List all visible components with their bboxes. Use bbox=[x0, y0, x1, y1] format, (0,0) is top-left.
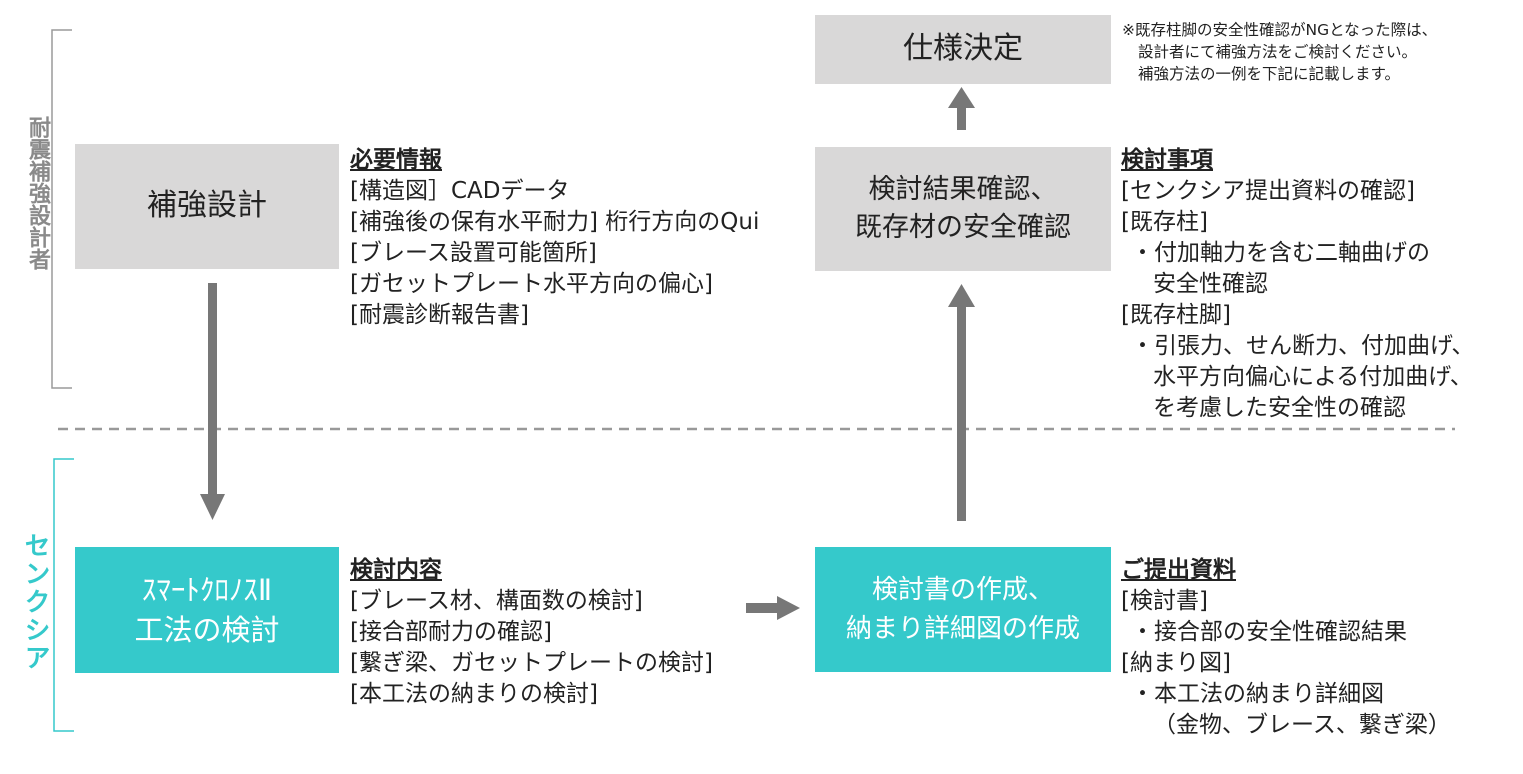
submitted-docs-heading: ご提出資料 bbox=[1121, 557, 1236, 583]
arrow-confirm-to-spec bbox=[948, 87, 975, 130]
method-box: ｽﾏｰﾄｸﾛﾉｽⅡ 工法の検討 bbox=[75, 547, 339, 673]
arrow-design-to-method bbox=[200, 283, 225, 520]
confirm-label-line2: 既存材の安全確認 bbox=[855, 212, 1071, 243]
review-item: 水平方向偏心による付加曲げ、 bbox=[1153, 364, 1473, 390]
role-label-designer: 耐震補強設計者 bbox=[25, 116, 50, 270]
review-item: [センクシア提出資料の確認] bbox=[1121, 178, 1415, 204]
sencxia-bracket bbox=[53, 458, 74, 732]
confirm-label-line1: 検討結果確認、 bbox=[868, 174, 1058, 205]
required-info-item: [耐震診断報告書] bbox=[350, 302, 529, 328]
review-item: ・引張力、せん断力、付加曲げ、 bbox=[1131, 333, 1475, 359]
review-item: [既存柱脚] bbox=[1121, 302, 1231, 328]
ng-note-line2: 設計者にて補強方法をご検討ください。 bbox=[1138, 43, 1418, 61]
method-label-line1: ｽﾏｰﾄｸﾛﾉｽⅡ bbox=[141, 573, 273, 607]
design-label: 補強設計 bbox=[147, 188, 267, 224]
required-info-heading: 必要情報 bbox=[350, 147, 442, 173]
review-item: ・付加軸力を含む二軸曲げの bbox=[1131, 240, 1430, 266]
review-items-heading: 検討事項 bbox=[1121, 147, 1213, 173]
study-contents-item: [本工法の納まりの検討] bbox=[350, 681, 598, 707]
ng-note-line1: ※既存柱脚の安全性確認がNGとなった際は、 bbox=[1122, 21, 1438, 39]
required-info-item: [ブレース設置可能箇所] bbox=[350, 240, 597, 266]
submitted-doc: ・本工法の納まり詳細図 bbox=[1131, 681, 1384, 707]
submitted-doc: （金物、ブレース、繋ぎ梁） bbox=[1153, 712, 1451, 738]
study-contents-item: [接合部耐力の確認] bbox=[350, 619, 552, 645]
submitted-docs: ご提出資料 [検討書] ・接合部の安全性確認結果 [納まり図] ・本工法の納まり… bbox=[1121, 555, 1451, 741]
review-items: 検討事項 [センクシア提出資料の確認] [既存柱] ・付加軸力を含む二軸曲げの … bbox=[1121, 145, 1474, 424]
required-info-item: [構造図］CADデータ bbox=[350, 178, 570, 204]
study-contents-item: [ブレース材、構面数の検討] bbox=[350, 588, 643, 614]
review-item: [既存柱] bbox=[1121, 209, 1208, 235]
role-label-sencxia: センクシア bbox=[20, 532, 50, 672]
required-info: 必要情報 [構造図］CADデータ [補強後の保有水平耐力] 桁行方向のQui [… bbox=[350, 145, 759, 331]
study-contents-heading: 検討内容 bbox=[350, 557, 442, 583]
create-label-line1: 検討書の作成、 bbox=[871, 574, 1054, 605]
arrow-create-to-confirm bbox=[948, 284, 975, 521]
create-label-line2: 納まり詳細図の作成 bbox=[845, 613, 1080, 644]
review-item: を考慮した安全性の確認 bbox=[1153, 395, 1406, 421]
design-box: 補強設計 bbox=[75, 144, 339, 269]
ng-note-line3: 補強方法の一例を下記に記載します。 bbox=[1138, 65, 1400, 83]
submitted-doc: [検討書] bbox=[1121, 588, 1208, 614]
spec-box: 仕様決定 bbox=[815, 15, 1111, 84]
arrow-method-to-create bbox=[746, 596, 800, 620]
create-box: 検討書の作成、 納まり詳細図の作成 bbox=[815, 547, 1111, 672]
submitted-doc: ・接合部の安全性確認結果 bbox=[1131, 619, 1407, 645]
designer-bracket bbox=[51, 29, 72, 389]
review-item: 安全性確認 bbox=[1153, 271, 1268, 297]
confirm-box: 検討結果確認、 既存材の安全確認 bbox=[815, 147, 1111, 271]
spec-label: 仕様決定 bbox=[903, 31, 1023, 67]
method-label-line2: 工法の検討 bbox=[134, 613, 280, 647]
submitted-doc: [納まり図] bbox=[1121, 650, 1231, 676]
study-contents-item: [繋ぎ梁、ガセットプレートの検討] bbox=[350, 650, 713, 676]
ng-note: ※既存柱脚の安全性確認がNGとなった際は、 設計者にて補強方法をご検討ください。… bbox=[1122, 19, 1437, 85]
study-contents: 検討内容 [ブレース材、構面数の検討] [接合部耐力の確認] [繋ぎ梁、ガセット… bbox=[350, 555, 713, 710]
required-info-item: [補強後の保有水平耐力] 桁行方向のQui bbox=[350, 209, 760, 235]
required-info-item: [ガセットプレート水平方向の偏心] bbox=[350, 271, 713, 297]
